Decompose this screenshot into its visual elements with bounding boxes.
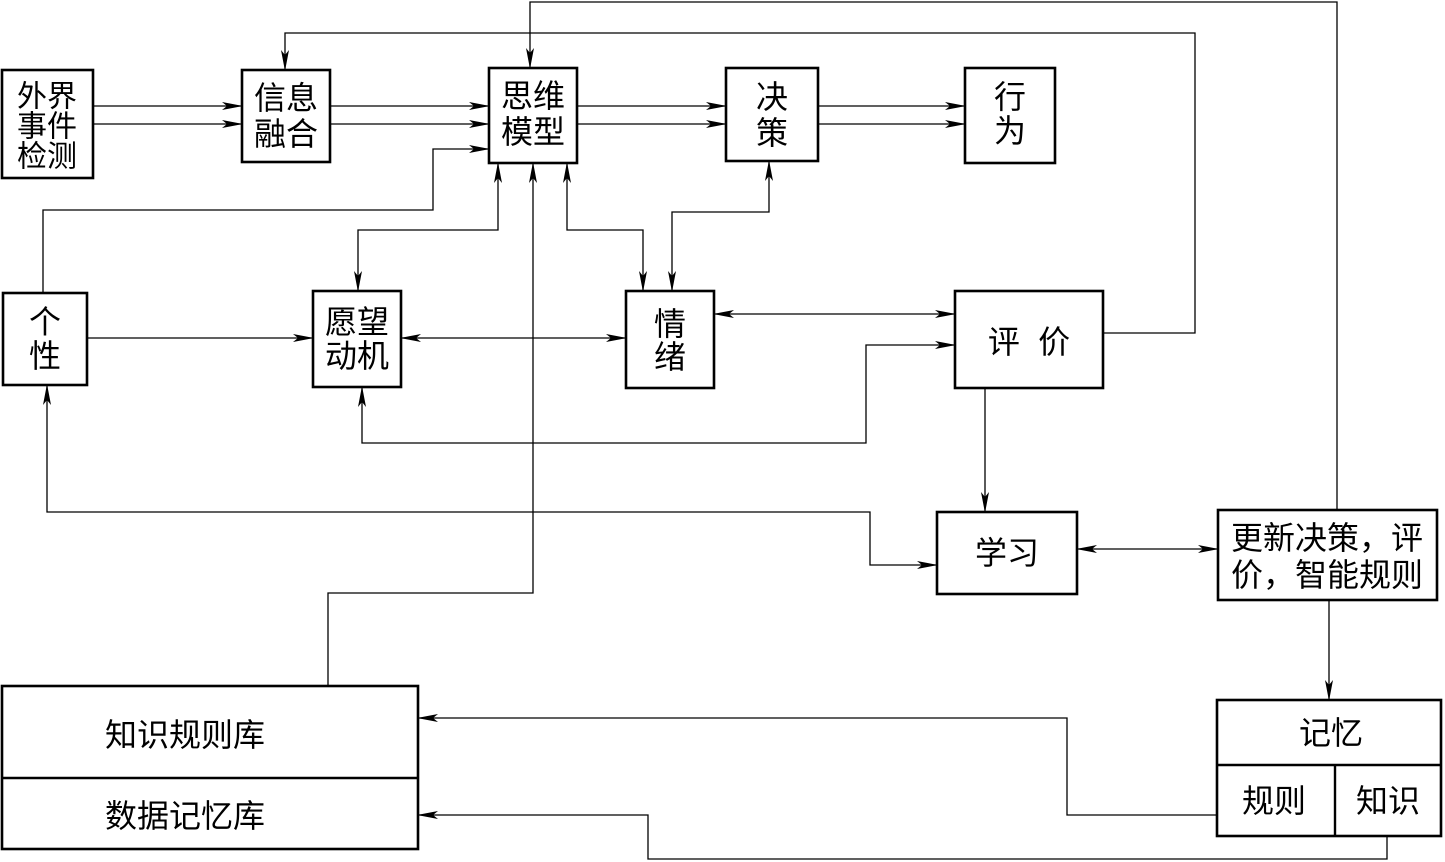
box-label-line: 为: [994, 112, 1026, 150]
memory-title: 记忆: [1299, 714, 1363, 752]
box-personality: 个 性: [1, 291, 89, 387]
box-label-line: 价，智能规则: [1231, 556, 1423, 594]
box-thinking-model: 思维 模型: [487, 66, 579, 165]
memory-rules-label: 规则: [1242, 782, 1306, 820]
box-evaluation: 评 价: [953, 289, 1105, 390]
arrow-memory-rules-to-rules-db: [417, 714, 1217, 816]
box-learning: 学习: [935, 510, 1079, 596]
arrow-thinking-emotion-bidirectional: [563, 162, 647, 292]
connections: [42, 1, 1388, 860]
box-info-fusion: 信息 融合: [240, 68, 332, 164]
box-decision: 决 策: [724, 66, 820, 163]
box-label-line: 融合: [254, 115, 318, 153]
box-label-line: 更新决策，评: [1231, 519, 1423, 557]
box-label-line: 决: [756, 78, 788, 116]
box-label-line: 事件: [17, 110, 77, 145]
box-label-line: 外界: [17, 80, 77, 115]
box-label-line: 情: [654, 305, 686, 343]
box-label-line: 检测: [17, 140, 77, 175]
box-behavior: 行 为: [963, 66, 1057, 165]
box-knowledge-base: 知识规则库 数据记忆库: [0, 684, 420, 851]
arrow-desire-thinking-bidirectional: [354, 162, 502, 292]
box-emotion: 情 绪: [624, 289, 716, 390]
box-label-line: 信息: [254, 79, 318, 117]
box-label-line: 行: [994, 78, 1026, 116]
arrow-update-rules-to-thinking: [526, 1, 1338, 510]
arrow-evaluation-to-fusion: [281, 32, 1196, 334]
arrow-knowledge-base-to-thinking: [327, 162, 537, 686]
arrow-personality-to-thinking: [42, 145, 490, 293]
box-knowledge-base-frame: [0, 684, 420, 851]
rules-db-label: 知识规则库: [105, 716, 265, 754]
arrow-personality-learning-bidirectional: [43, 384, 938, 569]
memory-knowledge-label: 知识: [1356, 782, 1420, 820]
box-label-line: 愿望: [325, 303, 389, 341]
box-label-line: 模型: [501, 113, 565, 151]
box-label-line: 性: [29, 337, 61, 375]
box-update-rules-frame: [1216, 508, 1439, 602]
box-label-line: 动机: [325, 337, 389, 375]
box-evaluation-frame: [953, 289, 1105, 390]
box-label-line: 绪: [654, 338, 686, 376]
box-label-line: 策: [756, 114, 788, 152]
box-label-line: 思维: [501, 77, 565, 115]
arrow-memory-knowledge-to-data-db: [417, 811, 1388, 860]
box-external-event-detection: 外界 事件 检测: [0, 68, 95, 180]
box-memory: 记忆 规则 知识: [1215, 698, 1443, 838]
box-label-line: 个: [29, 303, 61, 341]
data-memory-db-label: 数据记忆库: [105, 797, 265, 835]
box-update-rules: 更新决策，评 价，智能规则: [1216, 508, 1439, 602]
box-label-line: 学习: [975, 534, 1039, 572]
arrow-decision-emotion-bidirectional: [668, 160, 773, 292]
box-label-line: 评 价: [988, 323, 1070, 361]
box-behavior-frame: [963, 66, 1057, 165]
box-desire-motive: 愿望 动机: [311, 289, 403, 389]
